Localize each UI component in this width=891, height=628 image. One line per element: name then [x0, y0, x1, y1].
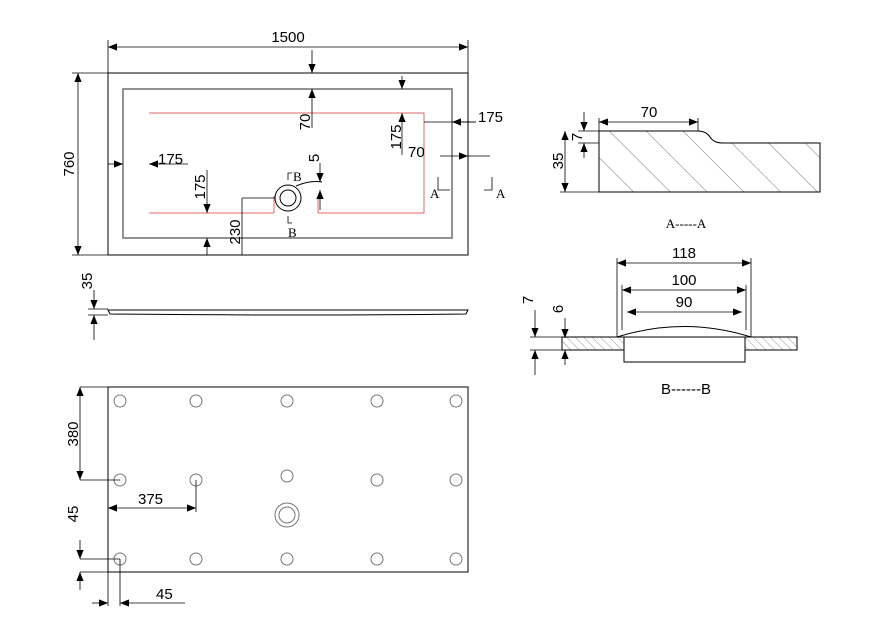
section-a-mark-left: A [430, 186, 440, 201]
dim-70-right: 70 [408, 144, 425, 161]
dim-175-left: 175 [158, 151, 183, 168]
section-b-left-slab [561, 336, 625, 351]
section-b-dim-118: 118 [672, 245, 696, 262]
top-view: 1500 760 70 175 175 70 175 175 [61, 29, 506, 256]
drain-outer [274, 184, 302, 212]
foot-hole [370, 394, 384, 408]
recess-outline [149, 112, 425, 214]
section-b-title: B------B [661, 381, 711, 398]
foot-hole [370, 473, 384, 487]
dim-380: 380 [65, 421, 82, 446]
section-b-mark-top: B [293, 169, 302, 184]
foot-hole [280, 552, 294, 566]
foot-hole [113, 394, 127, 408]
section-a-a: 70 7 35 A-----A [550, 104, 821, 231]
dim-5: 5 [306, 154, 323, 162]
section-b-drain-cap [616, 326, 752, 338]
bottom-view: 380 375 45 45 [65, 386, 469, 607]
foot-hole [280, 394, 294, 408]
dim-175-right: 175 [478, 109, 503, 126]
drain-inner [279, 189, 297, 207]
tray-side-profile [107, 309, 469, 316]
section-b-right-slab [744, 336, 798, 351]
foot-hole [449, 552, 463, 566]
section-a-title: A-----A [666, 216, 707, 231]
foot-hole [280, 469, 294, 483]
dim-175-mid: 175 [192, 174, 209, 199]
dim-1500: 1500 [271, 29, 304, 46]
section-a-profile [598, 130, 821, 193]
dim-375: 375 [138, 491, 163, 508]
section-a-dim-7: 7 [569, 133, 586, 141]
tray-bottom-outline [107, 386, 469, 573]
dim-35-side: 35 [79, 273, 96, 290]
dim-45-bottom: 45 [156, 586, 173, 603]
section-a-dim-70: 70 [641, 104, 658, 121]
section-b-drain-body [623, 336, 746, 363]
section-b-mark-bottom: B [288, 225, 297, 240]
dim-45-left: 45 [65, 506, 82, 523]
foot-hole [449, 473, 463, 487]
tray-inner-rim [122, 88, 453, 239]
dim-230: 230 [227, 219, 244, 244]
section-a-mark-right: A [496, 186, 506, 201]
section-b-dim-100: 100 [671, 272, 696, 289]
section-b-b: 118 100 90 7 6 B------B [520, 245, 798, 398]
section-b-dim-6: 6 [550, 305, 567, 313]
section-b-dim-7: 7 [520, 296, 537, 304]
section-a-dim-35: 35 [550, 153, 567, 170]
dim-760: 760 [61, 151, 78, 176]
dim-175-top: 175 [388, 124, 405, 149]
side-view: 35 [79, 273, 469, 340]
support-feet [113, 394, 463, 566]
foot-hole [189, 394, 203, 408]
section-b-dim-90: 90 [676, 294, 693, 311]
foot-hole [189, 552, 203, 566]
foot-hole [449, 394, 463, 408]
drain-hole-inner [278, 506, 296, 524]
foot-hole [370, 552, 384, 566]
dim-70-top: 70 [297, 114, 314, 131]
